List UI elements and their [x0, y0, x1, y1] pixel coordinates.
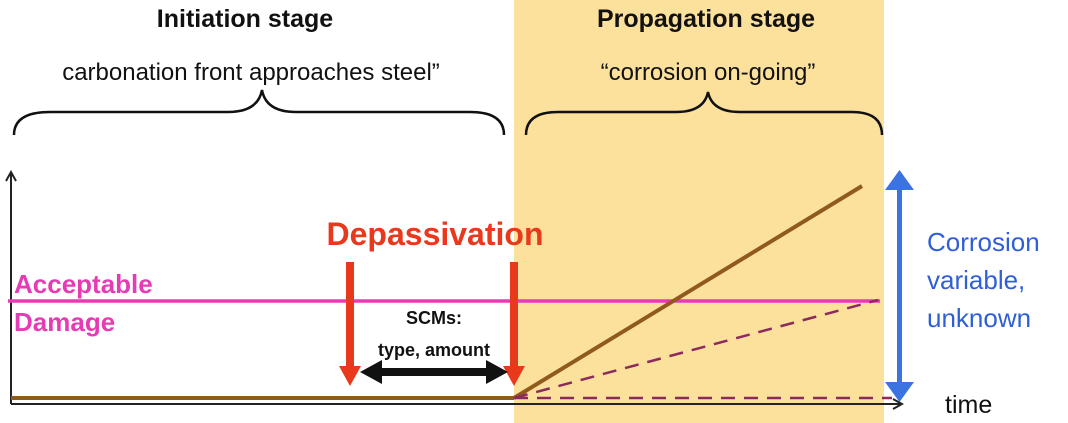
x-axis-label: time	[945, 391, 992, 419]
scms-label-line1: SCMs:	[406, 308, 462, 328]
initiation-brace	[12, 89, 506, 136]
corrosion-note-line3: unknown	[927, 303, 1031, 333]
corrosion-range-arrow	[885, 170, 914, 402]
depassivation-arrow-late	[503, 262, 525, 386]
propagation-brace	[524, 91, 884, 136]
scms-label-line2: type, amount	[378, 340, 490, 360]
depassivation-arrow-early	[339, 262, 361, 386]
initiation-stage-quote: carbonation front approaches steel”	[62, 59, 440, 86]
propagation-stage-quote: “corrosion on-going”	[601, 59, 816, 86]
corrosion-note-line1: Corrosion	[927, 227, 1040, 257]
propagation-stage-title: Propagation stage	[597, 5, 815, 33]
corrosion-note-line2: variable,	[927, 265, 1025, 295]
depassivation-label: Depassivation	[327, 216, 544, 252]
acceptable-damage-label-line2: Damage	[14, 307, 115, 337]
damage-growth-solid-line	[512, 184, 864, 400]
initiation-stage-title: Initiation stage	[157, 5, 334, 33]
damage-growth-dashed-line	[513, 298, 879, 400]
scms-double-arrow	[360, 360, 508, 384]
acceptable-damage-label-line1: Acceptable	[14, 269, 153, 299]
